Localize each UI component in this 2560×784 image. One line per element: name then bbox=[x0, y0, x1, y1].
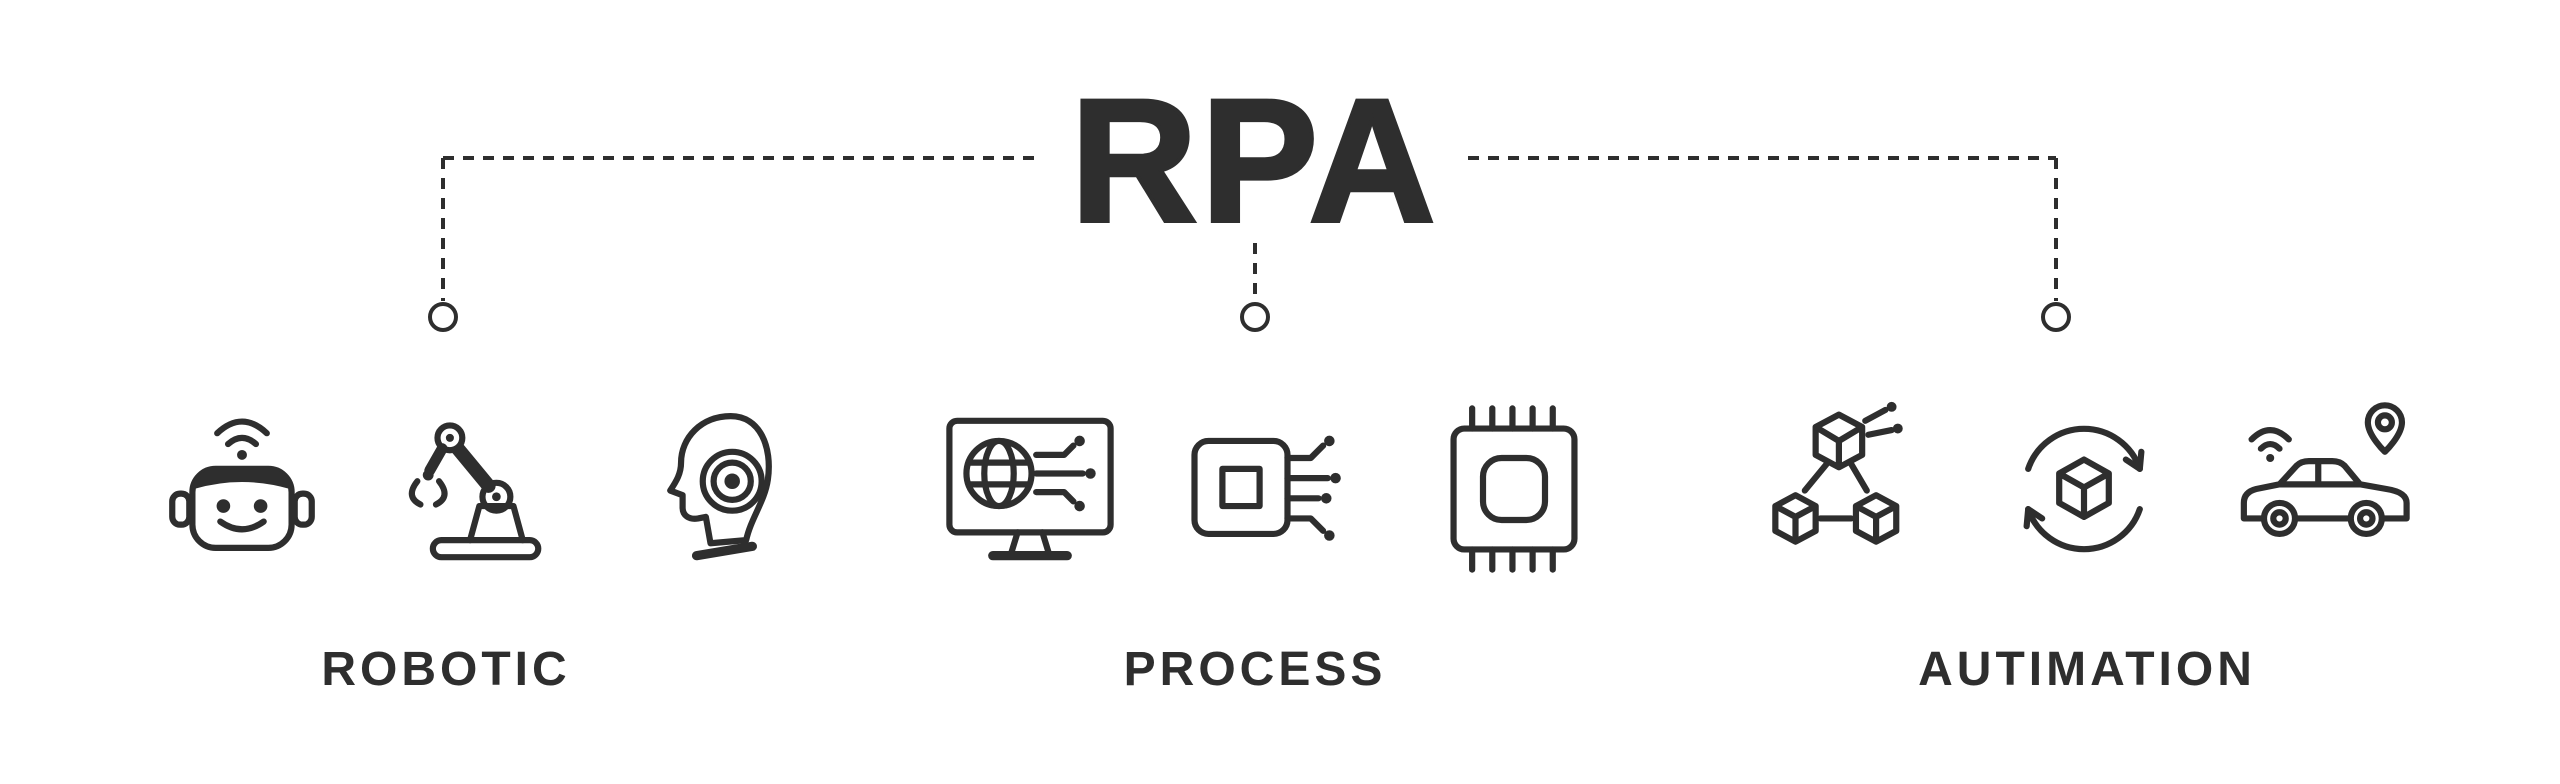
group-label-process: PROCESS bbox=[1123, 643, 1387, 696]
circuit-chip-icon bbox=[1177, 394, 1367, 584]
group-process bbox=[935, 394, 1609, 584]
connector-node bbox=[1240, 302, 1270, 332]
monitor-network-icon bbox=[935, 394, 1125, 584]
banner-title: RPA bbox=[1069, 64, 1440, 259]
group-label-autimation: AUTIMATION bbox=[1918, 643, 2256, 696]
cpu-icon bbox=[1419, 394, 1609, 584]
group-robotic bbox=[147, 394, 821, 584]
group-autimation bbox=[1747, 394, 2421, 584]
connector-node bbox=[2041, 302, 2071, 332]
cube-cycle-icon bbox=[1989, 394, 2179, 584]
robotic-arm-icon bbox=[389, 394, 579, 584]
smart-car-icon bbox=[2231, 394, 2421, 584]
connector-node bbox=[428, 302, 458, 332]
cyborg-head-icon bbox=[631, 394, 821, 584]
group-label-robotic: ROBOTIC bbox=[321, 643, 571, 696]
robot-head-icon bbox=[147, 394, 337, 584]
blockchain-cubes-icon bbox=[1747, 394, 1937, 584]
